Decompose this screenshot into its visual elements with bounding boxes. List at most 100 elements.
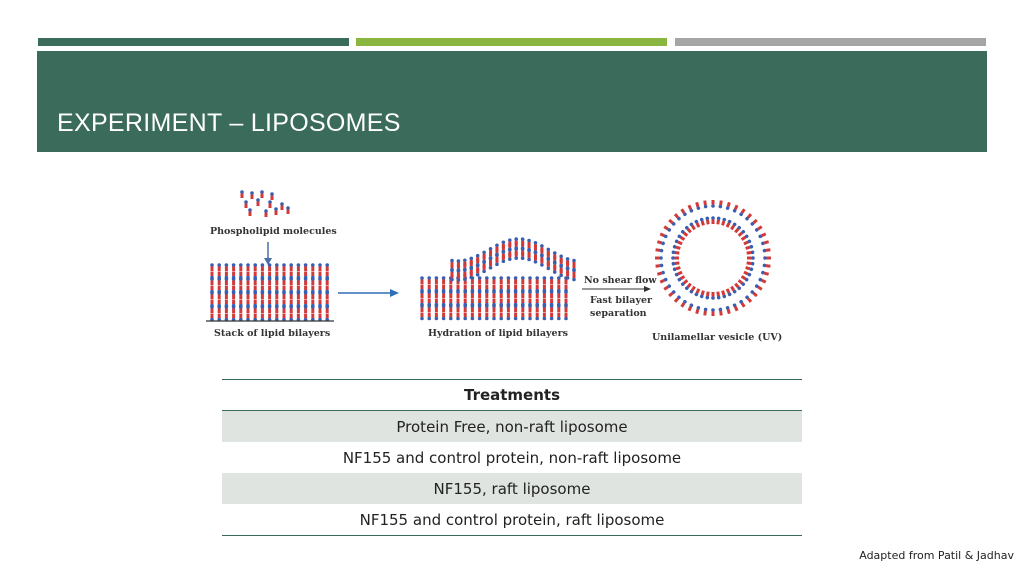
stack-lipid xyxy=(275,291,279,299)
hydration-lipid xyxy=(470,304,475,312)
vesicle-label: Unilamellar vesicle (UV) xyxy=(652,332,782,343)
stack-lipid xyxy=(267,263,272,271)
vesicle-inner-lipid xyxy=(685,282,692,291)
hydration-lipid xyxy=(456,290,460,298)
stack-lipid xyxy=(318,313,322,322)
vesicle-inner-lipid xyxy=(725,288,732,297)
hydration-lipid xyxy=(463,304,467,312)
vesicle-outer-lipid xyxy=(754,225,763,232)
hydration-lipid xyxy=(506,290,511,298)
free-lipid-molecule xyxy=(286,206,290,214)
liposome-formation-diagram: Phospholipid molecules Stack of lipid bi… xyxy=(206,190,782,343)
vesicle-inner-lipid xyxy=(747,256,755,260)
hydration-lipid xyxy=(549,304,554,312)
hydration-lipid xyxy=(549,276,554,284)
stack-lipid xyxy=(231,305,236,313)
free-lipid-molecule xyxy=(280,202,284,210)
vesicle-outer-lipid xyxy=(758,232,767,239)
free-lipid-molecule xyxy=(270,192,274,200)
stack-lipid xyxy=(267,313,272,322)
stack-lipid xyxy=(282,263,286,271)
vesicle-inner-lipid xyxy=(721,217,727,226)
table-header: Treatments xyxy=(222,379,802,411)
hydration-lipid xyxy=(470,290,475,298)
stack-lipid xyxy=(289,277,293,285)
vesicle-outer-lipid xyxy=(673,213,681,221)
vesicle-inner-lipid xyxy=(671,261,680,266)
hydration-lipid xyxy=(542,290,547,298)
vesicle-outer-lipid xyxy=(668,290,676,298)
hydration-lipid xyxy=(420,304,424,312)
stack-lipid xyxy=(224,291,229,299)
vesicle-outer-lipid xyxy=(673,295,681,303)
stack-lipid xyxy=(224,277,229,285)
curved-lipid xyxy=(495,258,499,267)
stack-lipid xyxy=(267,291,272,299)
curved-lipid xyxy=(552,266,557,274)
down-arrow-head-icon xyxy=(264,258,272,265)
stack-lipid xyxy=(231,263,236,271)
curved-lipid xyxy=(469,271,474,280)
stack-label: Stack of lipid bilayers xyxy=(214,328,330,339)
curved-lipid xyxy=(482,265,486,274)
hydration-lipid xyxy=(499,276,503,284)
vesicle-inner-lipid xyxy=(671,256,679,260)
vesicle-inner-lipid xyxy=(677,275,686,282)
title-band: EXPERIMENT – LIPOSOMES xyxy=(37,51,987,152)
table-row: NF155, raft liposome xyxy=(222,473,802,504)
stack-lipid xyxy=(275,313,279,322)
hydration-lipid xyxy=(513,304,518,312)
vesicle-inner-lipid xyxy=(699,290,705,299)
hydration-lipid xyxy=(521,276,525,284)
stack-lipid xyxy=(231,291,236,299)
vesicle-inner-lipid xyxy=(671,250,680,255)
stack-lipid xyxy=(289,305,293,313)
vesicle-outer-lipid xyxy=(663,284,672,291)
vesicle-inner-lipid xyxy=(711,216,715,224)
curved-lipid xyxy=(540,258,544,267)
hydration-lipid xyxy=(485,290,489,298)
vesicle-outer-lipid xyxy=(680,299,687,308)
hydration-lipid xyxy=(456,304,460,312)
hydration-lipid xyxy=(499,312,503,321)
stack-lipid xyxy=(210,263,214,271)
stack-lipid xyxy=(246,313,250,322)
vesicle-inner-lipid xyxy=(705,291,710,300)
free-lipid-molecule xyxy=(250,191,254,199)
hydration-lipid xyxy=(535,304,539,312)
stack-lipid xyxy=(217,291,221,299)
stack-lipid xyxy=(239,263,243,271)
stack-lipid xyxy=(311,277,315,285)
vesicle-inner-lipid xyxy=(716,291,721,300)
stack-lipid xyxy=(210,305,214,313)
stack-lipid xyxy=(246,277,250,285)
vesicle-inner-lipid xyxy=(677,234,686,241)
vesicle-outer-lipid xyxy=(762,248,771,253)
vesicle-outer-lipid xyxy=(732,204,739,213)
stack-lipid xyxy=(296,263,301,271)
stack-lipid xyxy=(275,305,279,313)
curved-lipid xyxy=(507,253,512,261)
stack-lipid xyxy=(289,291,293,299)
hydration-lipid xyxy=(463,312,467,321)
fast-bilayer-label: Fast bilayer xyxy=(590,295,653,306)
stack-lipid xyxy=(282,305,286,313)
hydration-lipid xyxy=(557,290,561,298)
vesicle-outer-lipid xyxy=(761,270,770,276)
hydration-lipid xyxy=(535,276,539,284)
hydration-lipid xyxy=(564,290,568,298)
hydration-label: Hydration of lipid bilayers xyxy=(428,328,568,339)
hydration-lipid xyxy=(492,290,496,298)
hydration-lipid xyxy=(557,304,561,312)
hydration-lipid xyxy=(506,276,511,284)
stack-lipid xyxy=(275,263,279,271)
vesicle-outer-lipid xyxy=(656,240,665,246)
hydration-lipid xyxy=(463,290,467,298)
vesicle-inner-lipid xyxy=(730,222,737,231)
curved-lipid xyxy=(559,269,563,278)
stack-lipid xyxy=(267,277,272,285)
free-lipid-molecule xyxy=(256,198,260,206)
vesicle-outer-lipid xyxy=(695,306,701,315)
stack-lipid xyxy=(217,263,221,271)
vesicle-outer-lipid xyxy=(711,308,715,316)
